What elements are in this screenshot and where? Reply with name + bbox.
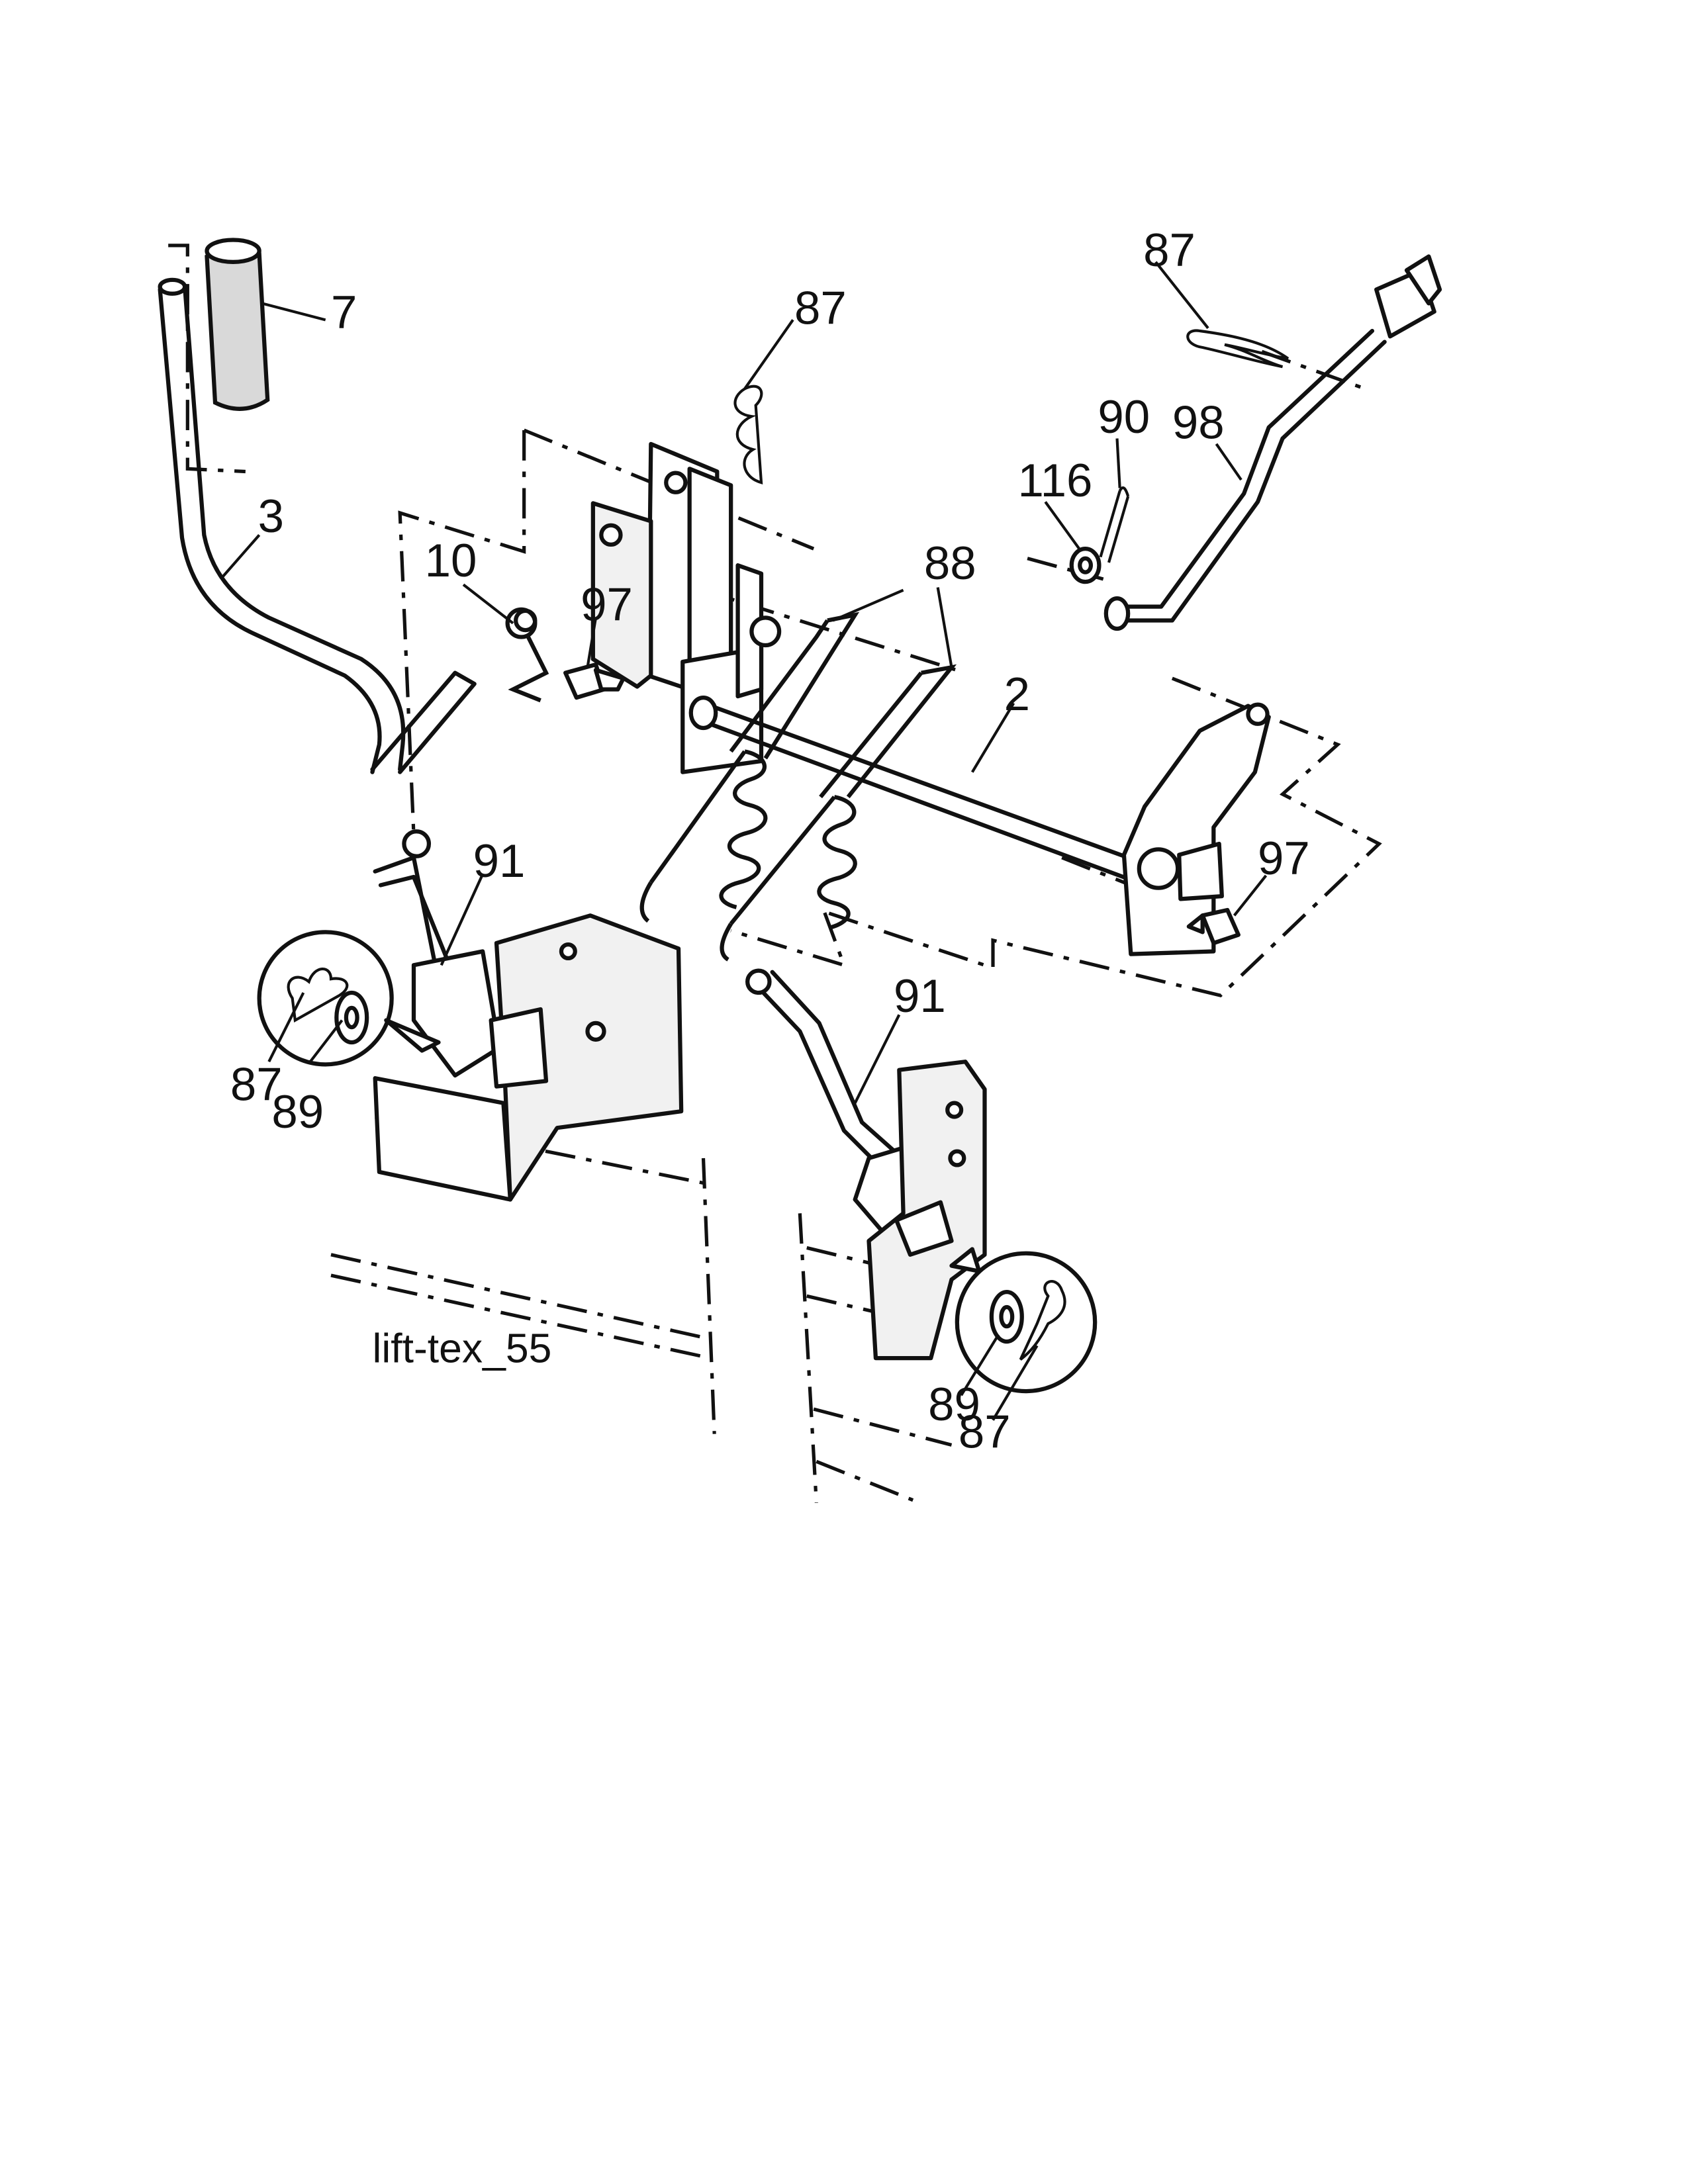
lift-springs	[639, 612, 957, 962]
callout-10: 10	[425, 535, 477, 587]
lever-grip	[205, 238, 270, 411]
deck-plate-right	[867, 1060, 987, 1361]
detail-circle-left	[257, 930, 441, 1067]
adjustment-rod	[1103, 254, 1442, 631]
bolt-left	[563, 662, 626, 700]
callout-89-right-detail: 89	[928, 1379, 980, 1431]
diagram-caption: lift-tex_55	[373, 1325, 552, 1371]
callout-89-left-detail: 89	[271, 1086, 324, 1138]
callout-7: 7	[331, 287, 357, 339]
hairpin-clip-top	[733, 385, 763, 484]
callout-97-right: 97	[1258, 833, 1310, 885]
callout-91-left: 91	[473, 835, 526, 887]
callout-2: 2	[1004, 668, 1030, 721]
lift-lever	[158, 277, 477, 774]
callout-87-top: 87	[794, 283, 847, 335]
washer-116	[1069, 547, 1102, 584]
detail-circle-right	[949, 1247, 1098, 1394]
left-coil-spring	[639, 749, 768, 923]
cotter-pin-90	[1099, 486, 1130, 563]
callout-87-right-detail: 87	[959, 1406, 1011, 1459]
torsion-spring	[505, 607, 549, 703]
lift-bracket	[590, 441, 782, 774]
callout-3: 3	[258, 490, 284, 543]
callout-97-left: 97	[581, 578, 633, 631]
callout-116: 116	[1018, 455, 1093, 507]
lift-shaft	[688, 696, 1271, 956]
right-coil-spring	[720, 795, 857, 962]
hairpin-clip-upper-right	[1186, 329, 1289, 369]
callout-98: 98	[1172, 397, 1225, 449]
callout-87-left-detail: 87	[230, 1058, 283, 1111]
deck-plate-left	[373, 913, 684, 1202]
callouts: 7 3 10 97 87 88 2 97 87 90 98 116 91 87 …	[230, 224, 1310, 1458]
callout-88: 88	[924, 537, 976, 590]
callout-91-right: 91	[894, 970, 946, 1023]
callout-90: 90	[1098, 391, 1150, 443]
bolt-right	[1186, 907, 1241, 946]
leader-lines	[219, 261, 1268, 1421]
callout-87-upper-right: 87	[1143, 224, 1196, 277]
